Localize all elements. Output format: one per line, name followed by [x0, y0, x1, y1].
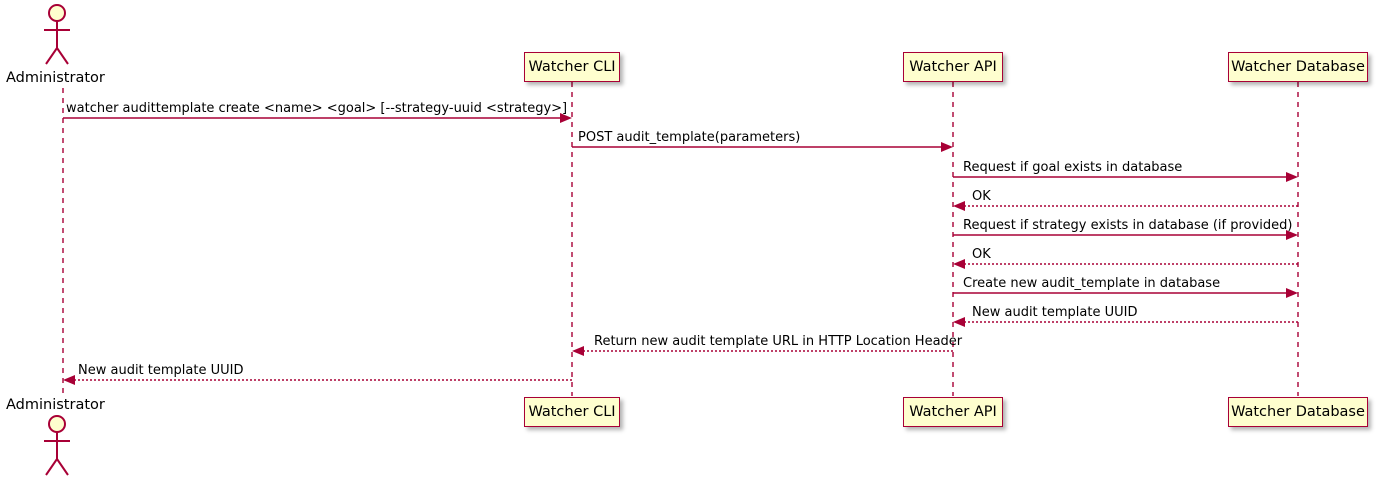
participant-label-watcher-api: Watcher API — [909, 403, 997, 420]
message-label-7: Create new audit_template in database — [963, 276, 1221, 291]
actor-head-icon — [48, 4, 66, 22]
message-arrowhead-2 — [941, 142, 953, 152]
participant-box-watcher-api-top[interactable]: Watcher API — [903, 52, 1003, 82]
message-label-9: Return new audit template URL in HTTP Lo… — [594, 334, 963, 349]
message-arrowhead-3 — [1286, 172, 1298, 182]
message-arrowhead-4 — [953, 201, 965, 211]
message-label-6: OK — [972, 247, 991, 262]
message-arrowhead-10 — [63, 375, 75, 385]
actor-leg-left-icon — [45, 458, 58, 476]
message-arrowhead-8 — [953, 317, 965, 327]
participant-label-watcher-database: Watcher Database — [1231, 58, 1365, 75]
message-arrowhead-1 — [560, 113, 572, 123]
message-label-4: OK — [972, 189, 991, 204]
participant-label-watcher-database: Watcher Database — [1231, 403, 1365, 420]
message-label-2: POST audit_template(parameters) — [578, 130, 801, 145]
message-arrowhead-5 — [1286, 230, 1298, 240]
message-label-5: Request if strategy exists in database (… — [963, 218, 1293, 233]
participant-label-administrator-top: Administrator — [6, 70, 105, 86]
participant-label-watcher-cli: Watcher CLI — [528, 403, 616, 420]
participant-label-watcher-api: Watcher API — [909, 58, 997, 75]
participant-label-watcher-cli: Watcher CLI — [528, 58, 616, 75]
actor-head-icon — [48, 415, 66, 433]
participant-box-watcher-database-top[interactable]: Watcher Database — [1228, 52, 1368, 82]
participant-label-administrator-bottom: Administrator — [6, 397, 105, 413]
actor-administrator-bottom — [44, 415, 70, 476]
actor-leg-right-icon — [56, 458, 69, 476]
participant-box-watcher-cli-bottom[interactable]: Watcher CLI — [524, 397, 620, 427]
message-label-3: Request if goal exists in database — [963, 160, 1183, 175]
actor-leg-left-icon — [45, 47, 58, 65]
actor-administrator-top — [44, 4, 70, 65]
message-label-8: New audit template UUID — [972, 305, 1138, 320]
message-arrowhead-6 — [953, 259, 965, 269]
participant-box-watcher-api-bottom[interactable]: Watcher API — [903, 397, 1003, 427]
message-label-10: New audit template UUID — [78, 363, 244, 378]
message-arrows — [63, 113, 1298, 385]
message-label-1: watcher audittemplate create <name> <goa… — [66, 101, 568, 116]
participant-box-watcher-database-bottom[interactable]: Watcher Database — [1228, 397, 1368, 427]
message-arrowhead-7 — [1286, 288, 1298, 298]
actor-leg-right-icon — [56, 47, 69, 65]
message-arrowhead-9 — [572, 346, 584, 356]
participant-box-watcher-cli-top[interactable]: Watcher CLI — [524, 52, 620, 82]
lifelines — [62, 82, 1299, 398]
